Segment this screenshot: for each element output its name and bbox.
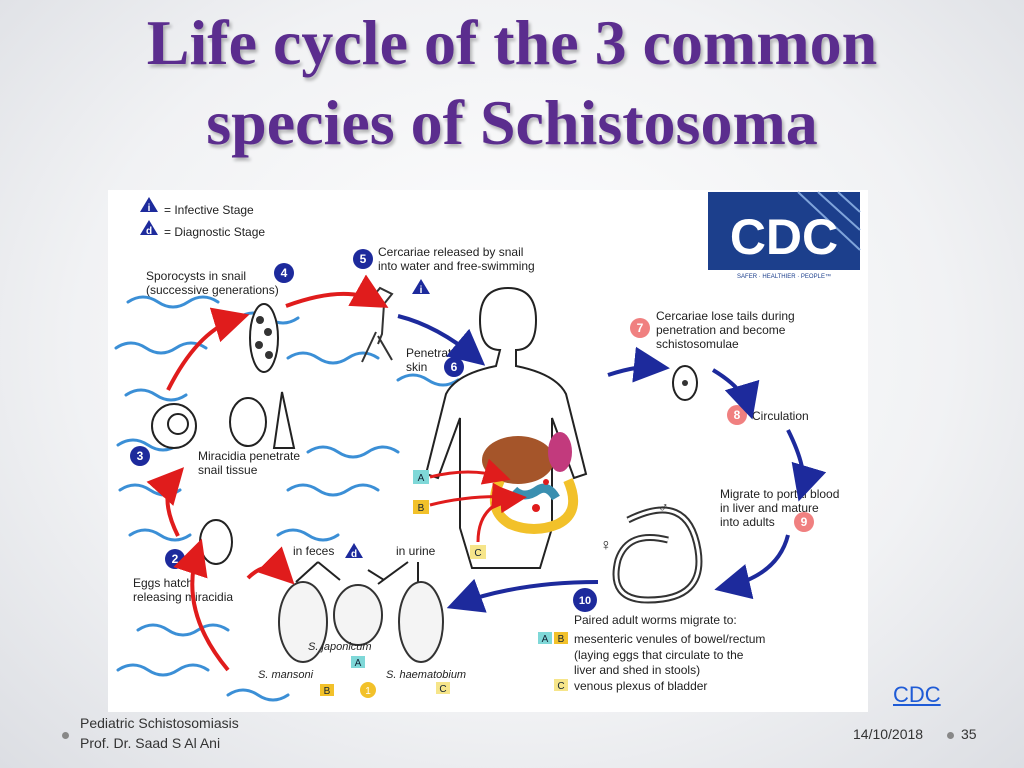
sporocyst-icon [249,303,279,373]
stage-7-label-line-2: penetration and become [656,323,786,337]
egg-haematobium-icon [398,581,444,663]
snail-1-icon [151,403,197,449]
svg-text:C: C [557,681,564,692]
in-urine-label: in urine [396,544,436,558]
stage-4-label-line-1: Sporocysts in snail [146,269,246,283]
schistosoma-life-cycle-diagram: i = Infective Stage d = Diagnostic Stage… [108,190,868,712]
stage-8-label: Circulation [752,409,809,423]
footer-page-number: 35 [961,726,977,742]
stage-4-label-line-2: (successive generations) [146,283,279,297]
footer-date: 14/10/2018 [853,726,924,742]
slide-title-line-1: Life cycle of the 3 common [146,7,878,78]
stage-9-label-line-1: Migrate to portal blood [720,487,839,501]
eggs-diagnostic-icon [345,543,363,558]
female-symbol: ♀ [600,537,612,554]
stage-5-label-line-1: Cercariae released by snail [378,245,523,259]
label-c: C [474,548,481,559]
miracidium-icon [199,519,233,565]
svg-text:A: A [542,634,549,645]
species-japonicum-label: S. japonicum [308,641,372,653]
infective-stage-icon [140,197,158,212]
stage-7-label-line-3: schistosomulae [656,337,739,351]
svg-text:B: B [324,686,331,697]
stage-4-number: 4 [281,266,288,280]
stage-1-number: 1 [365,686,371,697]
in-feces-label: in feces [293,544,334,558]
legend-d-letter: d [146,226,152,237]
stage-2-number: 2 [172,552,179,566]
eggs-diagnostic: in feces d in urine S. japonicum S. mans… [258,543,466,698]
svg-text:C: C [439,684,446,695]
stage-10-label-line-2: mesenteric venules of bowel/rectum [574,632,765,646]
cdc-logo-tagline: SAFER · HEALTHIER · PEOPLE™ [737,273,831,280]
stage-3-miracidia-snail: 3 Miracidia penetrate snail tissue [130,391,300,477]
egg-japonicum-icon [333,584,383,646]
stage-9-label-line-3: into adults [720,515,775,529]
stage-5-number: 5 [360,252,367,266]
adult-worms: ♀ ♂ [600,499,703,604]
stage-3-label-line-2: snail tissue [198,463,258,477]
footer-bullet-right [947,732,954,739]
stage-10-label-line-4: liver and shed in stools) [574,663,700,677]
stage-10-paired-worms: 10 Paired adult worms migrate to: A B me… [538,588,765,693]
svg-text:B: B [558,634,565,645]
stage-6-number: 6 [451,360,458,374]
footer-course: Pediatric Schistosomiasis [80,715,239,731]
label-a: A [418,473,425,484]
snail-2-icon [229,397,267,447]
male-symbol: ♂ [658,499,669,515]
stage-5-label-line-2: into water and free-swimming [378,259,535,273]
footer-left: Pediatric Schistosomiasis Prof. Dr. Saad… [80,713,239,753]
cdc-source-link[interactable]: CDC [893,682,941,707]
snail-3-icon [272,391,296,449]
stage-9-label-line-2: in liver and mature [720,501,819,515]
stage-10-label-line-5: venous plexus of bladder [574,679,707,693]
stage-10-label-line-3: (laying eggs that circulate to the [574,648,744,662]
stage-7-number: 7 [637,321,644,335]
organ-labels: A B C [413,470,486,559]
diagnostic-stage-icon [140,220,158,235]
stage-6-label-line-2: skin [406,360,427,374]
stage-2-label-line-2: releasing miracidia [133,590,233,604]
footer-bullet-left [62,732,69,739]
stage-8-number: 8 [734,408,741,422]
legend-infective-label: = Infective Stage [164,203,254,217]
stage-2-label-line-1: Eggs hatch [133,576,193,590]
stage-7-label-line-1: Cercariae lose tails during [656,309,795,323]
slide-title-line-2: species of Schistosoma [206,87,818,158]
stage-3-label-line-1: Miracidia penetrate [198,449,300,463]
stage-3-number: 3 [137,449,144,463]
stage-5-infective-icon [412,279,430,294]
stage-9-number: 9 [801,515,808,529]
stage-10-label-line-1: Paired adult worms migrate to: [574,613,737,627]
stage-6-label-line-1: Penetrate [406,346,458,360]
svg-text:d: d [351,549,357,560]
stage-7-schistosomulae: 7 Cercariae lose tails during penetratio… [630,309,795,401]
stage-4-sporocysts: 4 Sporocysts in snail (successive genera… [146,263,294,373]
stage-10-number: 10 [579,595,591,607]
label-b: B [418,503,425,514]
species-haematobium-label: S. haematobium [386,669,466,681]
species-mansoni-label: S. mansoni [258,669,314,681]
lifecycle-arrows [146,274,827,672]
legend-diagnostic-label: = Diagnostic Stage [164,225,265,239]
footer-author: Prof. Dr. Saad S Al Ani [80,735,221,751]
egg-mansoni-icon [278,581,328,663]
legend-i-letter: i [148,203,151,214]
svg-text:i: i [420,285,423,296]
stage-5-cercariae: 5 Cercariae released by snail into water… [353,245,535,363]
svg-text:A: A [355,658,362,669]
cdc-logo: CDC SAFER · HEALTHIER · PEOPLE™ [708,191,861,280]
cdc-logo-text: CDC [730,209,838,265]
legend: i = Infective Stage d = Diagnostic Stage [140,197,265,239]
